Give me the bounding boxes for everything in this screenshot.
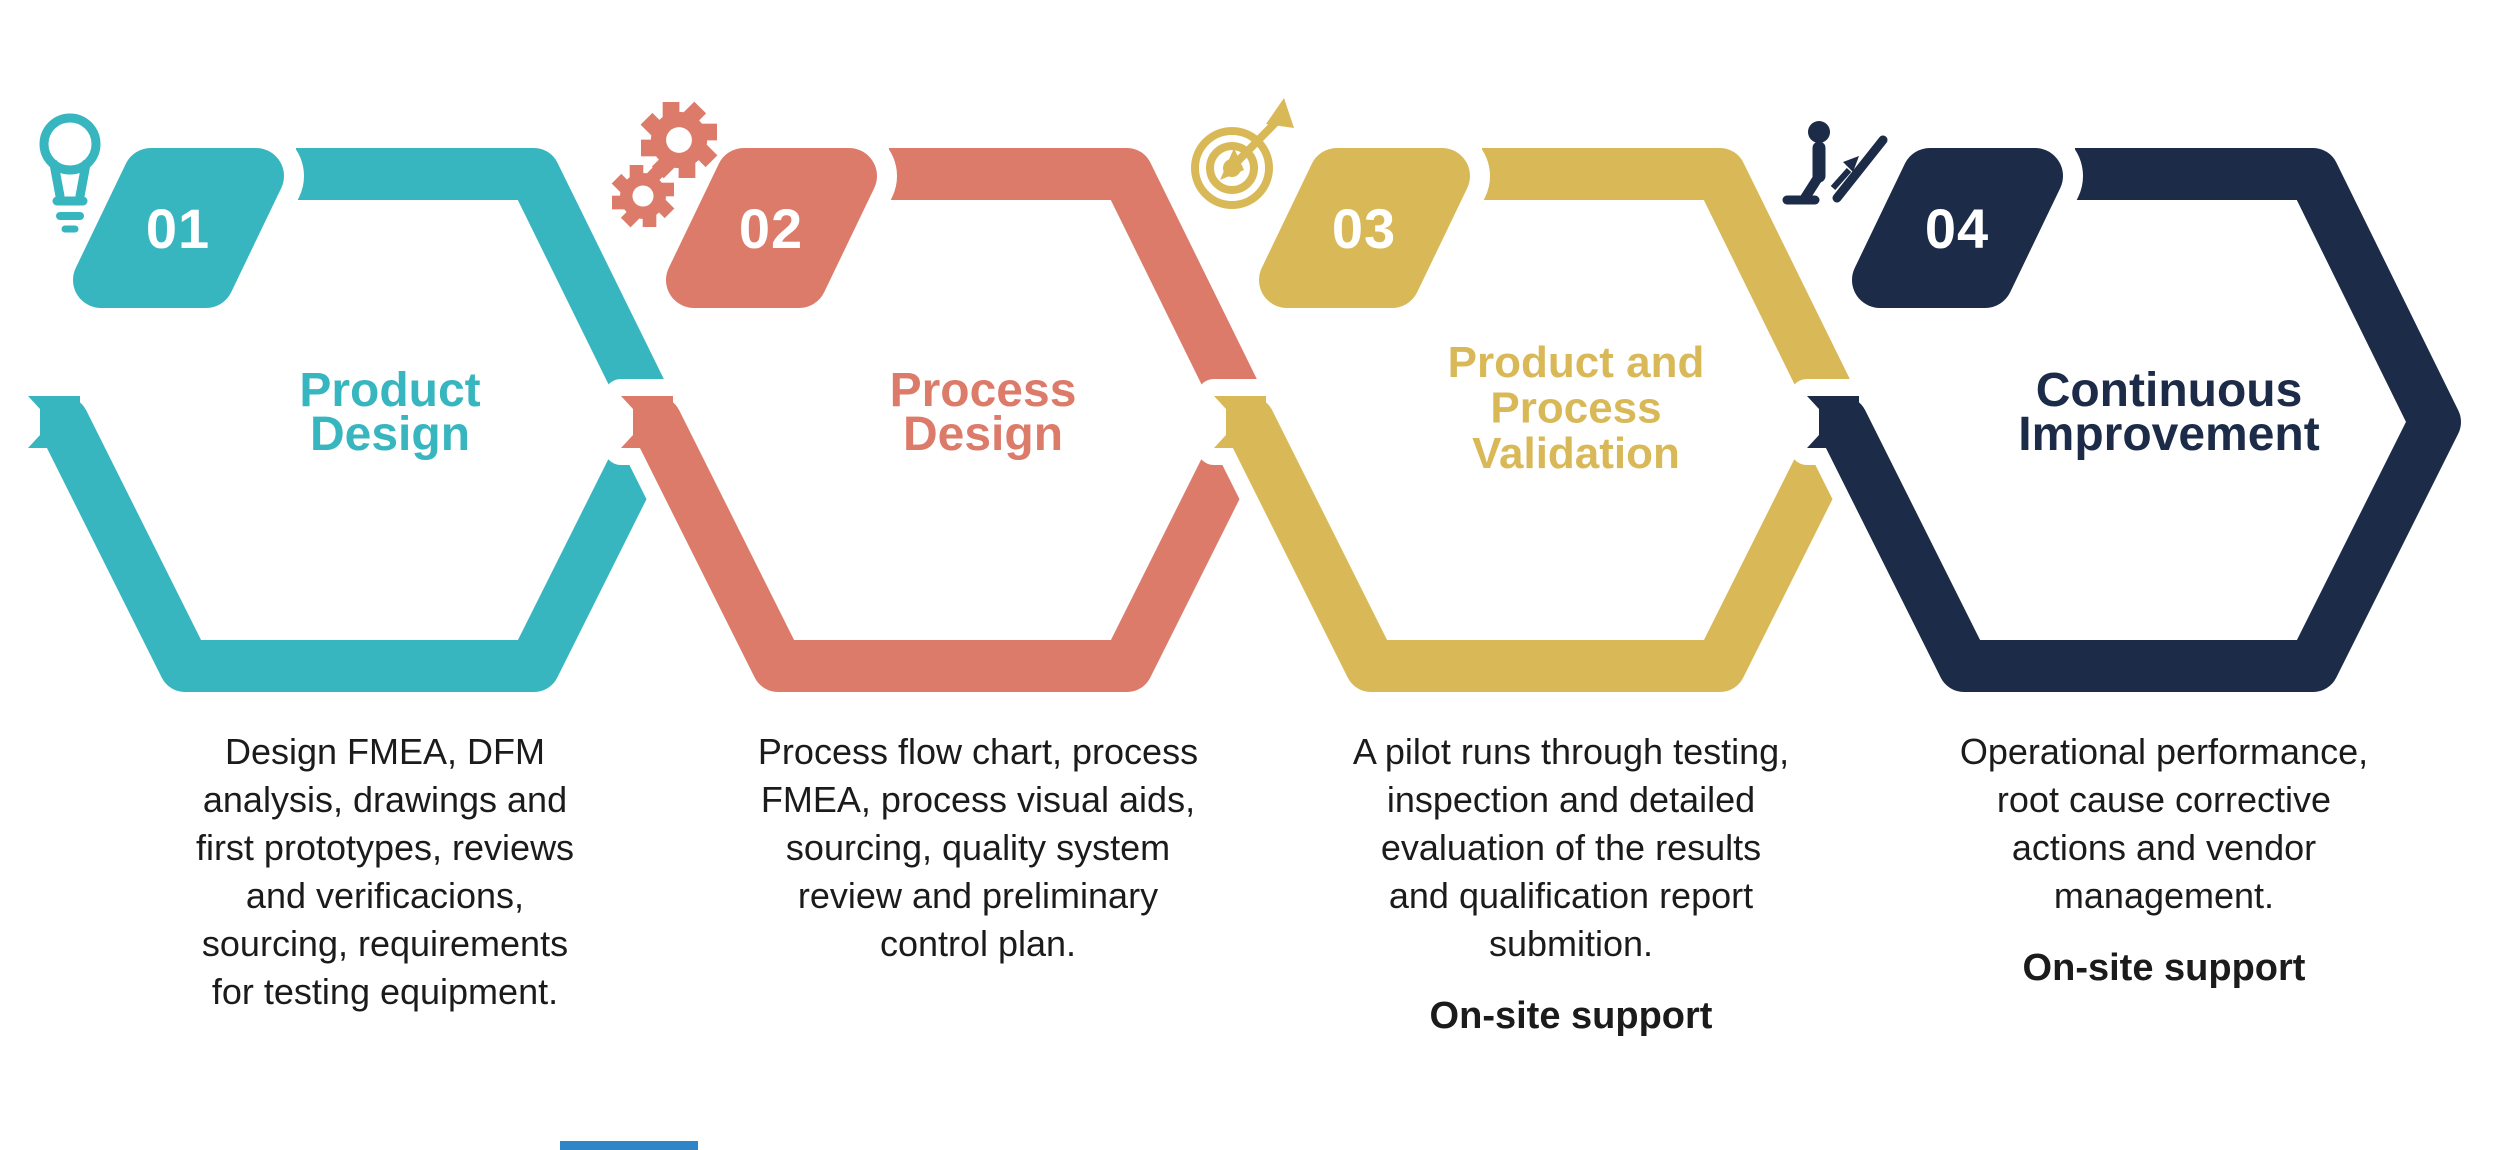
description-line: for testing equipment. (212, 971, 558, 1012)
stage-title-line: Design (903, 408, 1063, 461)
description-line: FMEA, process visual aids, (761, 779, 1195, 820)
stage-number: 04 (1925, 197, 1989, 260)
stage-title-line: Improvement (2018, 408, 2319, 461)
description-line: Design FMEA, DFM (225, 731, 545, 772)
number-badge (1852, 148, 2063, 308)
description-line: management. (2054, 875, 2274, 916)
description-line: review and preliminary (798, 875, 1158, 916)
description-line: root cause corrective (1997, 779, 2331, 820)
number-badge (1259, 148, 1470, 308)
stage-title-line: Design (310, 408, 470, 461)
description-line: evaluation of the results (1381, 827, 1761, 868)
on-site-support-label: On-site support (1430, 995, 1713, 1037)
description-line: submition. (1489, 923, 1653, 964)
description-line: control plan. (880, 923, 1076, 964)
description-line: actions and vendor (2012, 827, 2316, 868)
lightbulb-icon (39, 113, 101, 233)
hexagon-ring (1816, 148, 2461, 692)
hexagon-ring (1223, 148, 1868, 692)
description-line: sourcing, quality system (786, 827, 1170, 868)
description-line: Process flow chart, process (758, 731, 1198, 772)
target-arrow-icon (1191, 98, 1294, 209)
description-line: analysis, drawings and (203, 779, 567, 820)
hexagon-ring (630, 148, 1275, 692)
stage-description: Design FMEA, DFM analysis, drawings and fi… (196, 731, 574, 1012)
stage-number: 03 (1332, 197, 1396, 260)
stage-title-line: Process (1490, 384, 1661, 433)
description-line: Operational performance, (1960, 731, 2368, 772)
cropped-footer-sliver (560, 1141, 698, 1150)
description-line: and qualification report (1389, 875, 1753, 916)
escalator-person-icon (1782, 121, 1888, 205)
stage-title-line: Validation (1472, 429, 1680, 478)
description-line: sourcing, requirements (202, 923, 568, 964)
stage-description: A pilot runs through testing, inspection … (1353, 731, 1789, 964)
description-line: inspection and detailed (1387, 779, 1755, 820)
stage-title-line: Continuous (2036, 364, 2303, 417)
description-line: and verificacions, (246, 875, 524, 916)
stage-title-line: Process (890, 364, 1077, 417)
stage-number: 01 (146, 197, 210, 260)
description-line: first prototypes, reviews (196, 827, 574, 868)
on-site-support-label: On-site support (2023, 947, 2306, 989)
description-line: A pilot runs through testing, (1353, 731, 1789, 772)
number-badge (666, 148, 877, 308)
hexagon-ring (37, 148, 682, 692)
gears-icon (611, 101, 718, 228)
stage-number: 02 (739, 197, 803, 260)
stage-title-line: Product and (1448, 338, 1705, 387)
stage-description: Operational performance, root cause corre… (1960, 731, 2368, 916)
stage-title-line: Product (299, 364, 480, 417)
number-badge (73, 148, 284, 308)
